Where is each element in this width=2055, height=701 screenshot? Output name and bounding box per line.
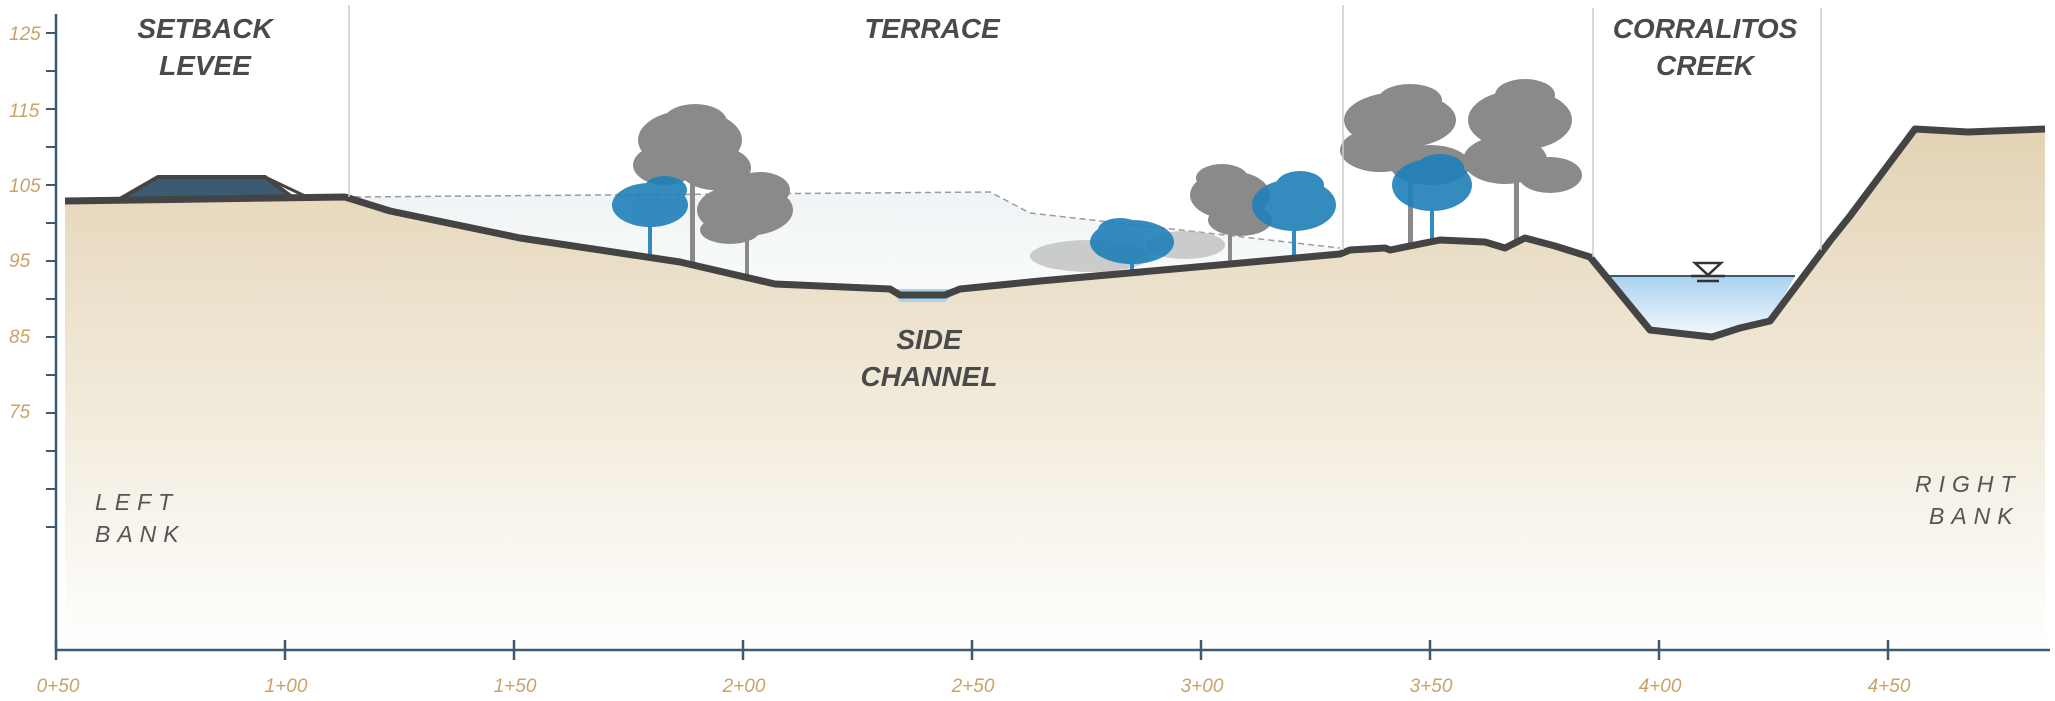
- x-tick-label: 2+50: [951, 676, 995, 697]
- tree-icon: [1090, 218, 1174, 275]
- bank-label-line: LEFT: [95, 489, 179, 515]
- zone-label-side-channel: SIDE CHANNEL: [861, 324, 998, 392]
- tree-group-left: [612, 104, 793, 278]
- y-ticks: [46, 32, 56, 528]
- x-tick-label: 0+50: [37, 676, 80, 697]
- zone-label-line: CORRALITOS: [1613, 13, 1798, 44]
- y-tick-label: 105: [9, 176, 41, 197]
- tree-icon: [612, 176, 688, 257]
- zone-label-line: LEVEE: [159, 50, 252, 81]
- x-tick-label: 4+00: [1639, 676, 1682, 697]
- bank-label-line: BANK: [95, 521, 186, 547]
- tree-group-right: [1340, 79, 1582, 245]
- tree-icon: [697, 172, 793, 278]
- y-tick-label: 125: [9, 24, 41, 45]
- zone-label-line: SIDE: [896, 324, 963, 355]
- zone-label-line: CHANNEL: [861, 361, 998, 392]
- zone-dividers: [348, 5, 1822, 257]
- y-tick-label: 95: [9, 251, 31, 272]
- y-tick-labels: 125 115 105 95 85 75: [9, 24, 41, 423]
- tree-icon: [1392, 154, 1472, 242]
- zone-label-corralitos-creek: CORRALITOS CREEK: [1613, 13, 1798, 81]
- tree-icon: [633, 104, 751, 267]
- left-bank-label: LEFT BANK: [95, 489, 186, 547]
- tree-icon: [1190, 164, 1272, 262]
- zone-label-line: SETBACK: [137, 13, 274, 44]
- x-tick-label: 3+50: [1410, 676, 1453, 697]
- x-tick-label: 3+00: [1181, 676, 1224, 697]
- x-tick-label: 2+00: [722, 676, 766, 697]
- ground-profile-line: [64, 125, 2046, 341]
- y-tick-label: 85: [9, 327, 31, 348]
- levee-cap-line: [264, 175, 306, 198]
- x-tick-label: 1+50: [494, 676, 537, 697]
- zone-label-line: TERRACE: [864, 13, 1001, 44]
- y-tick-label: 75: [9, 402, 31, 423]
- water-level-symbol: [1691, 261, 1725, 283]
- x-ticks: [54, 640, 1890, 660]
- x-tick-label: 4+50: [1868, 676, 1911, 697]
- zone-label-setback-levee: SETBACK LEVEE: [137, 13, 274, 81]
- tree-icon: [1252, 171, 1336, 257]
- tree-icon: [1463, 79, 1582, 245]
- zone-label-line: CREEK: [1656, 50, 1756, 81]
- creek-water: [1602, 276, 1795, 337]
- right-bank-label: RIGHT BANK: [1915, 471, 2022, 529]
- tree-group-middle: [1030, 164, 1336, 275]
- ground-fill: [65, 129, 2045, 650]
- zone-label-terrace: TERRACE: [864, 13, 1001, 44]
- x-tick-label: 1+00: [265, 676, 308, 697]
- y-tick-label: 115: [9, 101, 40, 122]
- x-tick-labels: 0+50 1+00 1+50 2+00 2+50 3+00 3+50 4+00 …: [37, 676, 1911, 697]
- axes: [54, 14, 2050, 652]
- bank-label-line: RIGHT: [1915, 471, 2022, 497]
- bank-label-line: BANK: [1929, 503, 2020, 529]
